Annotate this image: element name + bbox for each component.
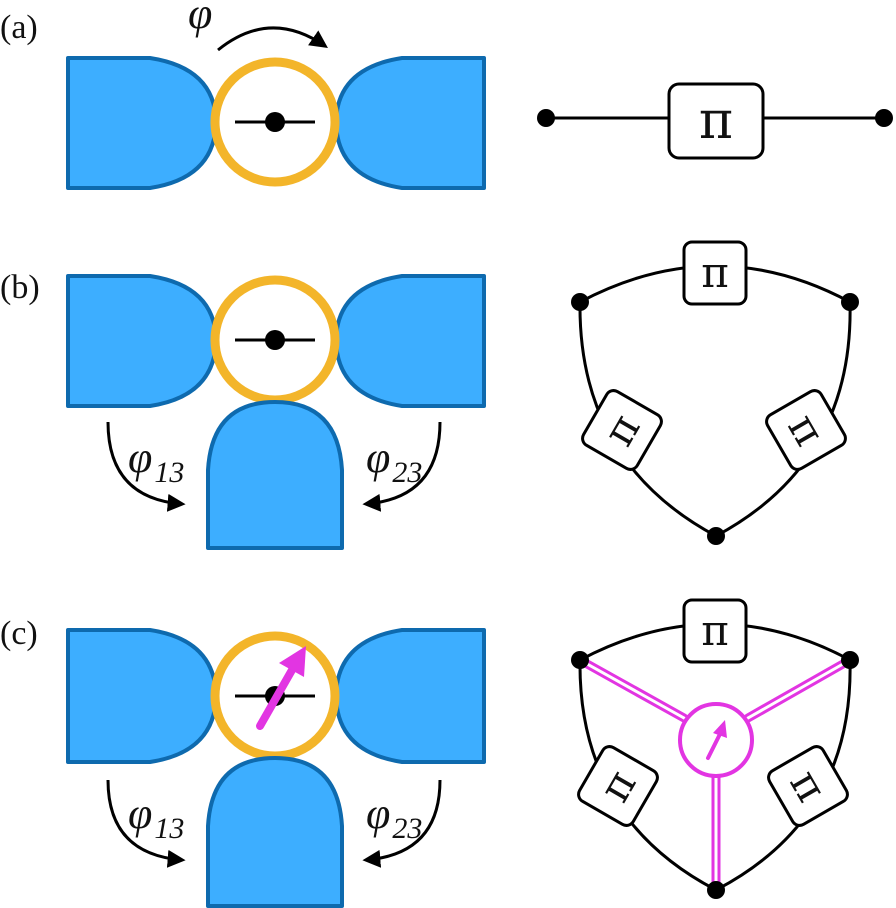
phase-23-symbol: φ: [366, 433, 390, 482]
node-top-right: [841, 651, 859, 669]
pi-junction-left: π: [581, 389, 663, 471]
node-bottom: [707, 527, 725, 545]
lead-right: [334, 56, 486, 190]
spin-arrow: [256, 646, 306, 730]
pi-junction-top: π: [682, 240, 748, 306]
pi-junction-top: π: [682, 598, 748, 664]
phase-13-symbol: φ: [128, 433, 152, 482]
phase-13-subscript: 13: [154, 812, 184, 845]
phase-13-label: φ13: [128, 433, 184, 489]
phase-arrow: [217, 26, 328, 52]
node-top-right: [841, 293, 859, 311]
pi-junction-left: π: [577, 745, 659, 827]
phase-23-label: φ23: [366, 433, 422, 489]
node-right: [875, 109, 893, 127]
phase-arrow-23: [362, 421, 442, 512]
pi-symbol: π: [699, 91, 733, 151]
panel-b: (b) φ13 φ23 π π π: [0, 240, 859, 550]
pi-symbol: π: [701, 606, 729, 655]
panel-a: (a) φ π: [0, 0, 893, 190]
pi-symbol: π: [701, 248, 729, 297]
phase-23-subscript: 23: [392, 456, 422, 489]
dot-electron: [265, 330, 285, 350]
phase-23-subscript: 23: [392, 812, 422, 845]
dot-electron: [265, 112, 285, 132]
lead-bottom: [206, 400, 344, 550]
node-top-left: [571, 293, 589, 311]
phase-label: φ: [188, 0, 212, 38]
phase-13-symbol: φ: [128, 789, 152, 838]
phase-arrow-13: [106, 421, 186, 512]
phase-23-label: φ23: [366, 789, 422, 845]
panel-c: (c) φ13 φ23: [0, 598, 859, 908]
phase-23-symbol: φ: [366, 789, 390, 838]
lead-bottom: [206, 756, 344, 908]
lead-right: [334, 628, 486, 764]
phase-arrow-23: [362, 779, 442, 868]
lead-right: [334, 274, 486, 408]
node-left: [537, 109, 555, 127]
pi-junction-box: [667, 82, 765, 160]
lead-left: [66, 56, 218, 190]
spin-coupling-lines: [575, 655, 855, 895]
spin-node-arrow: [706, 720, 727, 760]
panel-a-label: (a): [0, 9, 38, 46]
node-top-left: [571, 651, 589, 669]
panel-b-label: (b): [0, 269, 40, 306]
phase-13-label: φ13: [128, 789, 184, 845]
panel-c-label: (c): [0, 615, 38, 652]
pi-junction-right: π: [767, 745, 849, 827]
lead-left: [66, 628, 218, 764]
phase-13-subscript: 13: [154, 456, 184, 489]
phase-arrow-13: [106, 779, 186, 868]
lead-left: [66, 274, 218, 408]
node-bottom: [707, 881, 725, 899]
pi-junction-right: π: [765, 389, 847, 471]
